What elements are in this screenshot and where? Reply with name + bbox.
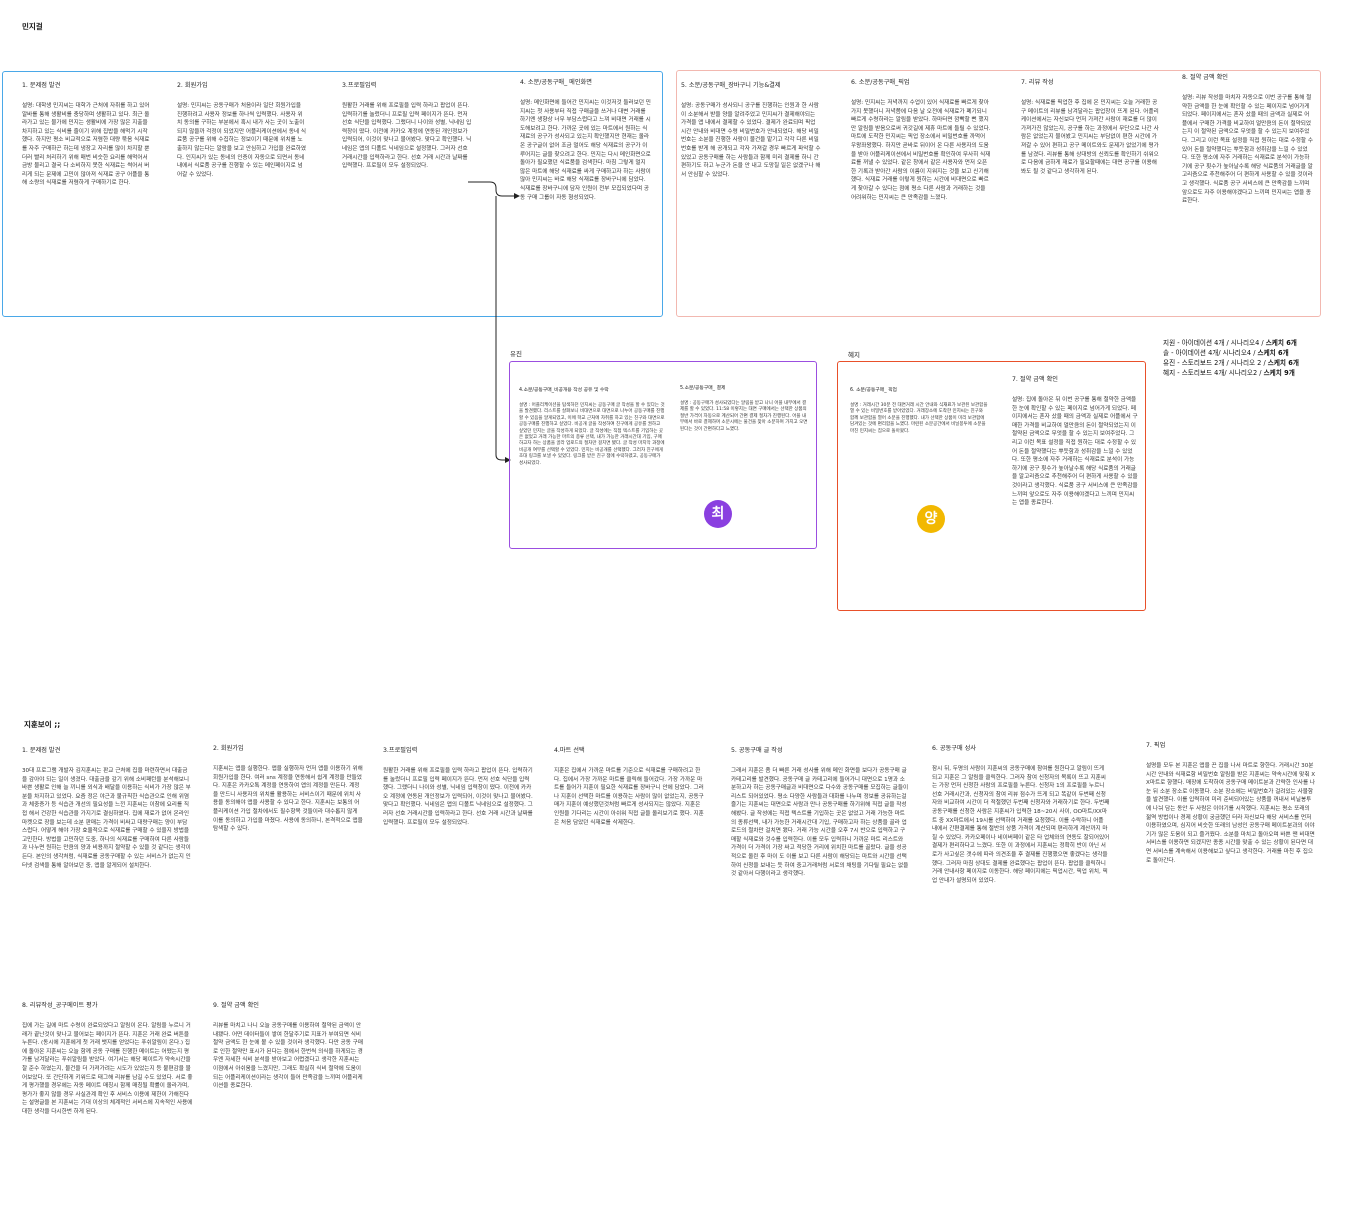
jihoon-col-body: 지훈은 집에서 가까운 마트를 기준으로 식재료를 구매하려고 한다. 집에서 … bbox=[554, 768, 704, 826]
jihoon-col-6: 6. 공동구매 성사 잠시 뒤, 두명의 사람이 지훈씨의 공동구매에 참여를 … bbox=[932, 743, 1110, 885]
red-col-7: 7. 리뷰 작성 설명: 식재료를 픽업한 후 집에 온 민지씨는 오늘 거래한… bbox=[1021, 77, 1161, 176]
arrow-to-main-screen bbox=[468, 181, 520, 199]
contribution-legend: 지원 - 아이데이션 4개 / 시나리오4 / 스케치 6개 솔 - 아이데이션… bbox=[1163, 338, 1299, 378]
blue-group-frame bbox=[2, 71, 663, 317]
hyeji-col-body: 설명: 집에 돌아온 뒤 이번 공구를 통해 절약한 금액을 한 눈에 확인할 … bbox=[1012, 397, 1138, 507]
yujin-col-body: 설명 : 어플리케이션을 탐색하던 민지씨는 공동구매 글 작성을 할 수 있다… bbox=[519, 403, 665, 466]
red-col-title: 7. 리뷰 작성 bbox=[1021, 79, 1054, 86]
hyeji-col-title: 7. 절약 금액 확인 bbox=[1012, 376, 1058, 383]
legend-row: 지원 - 아이데이션 4개 / 시나리오4 / 스케치 6개 bbox=[1163, 338, 1299, 348]
red-col-5: 5. 소분/공동구매_장바구니 기능&결제 설명: 공동구매가 성사되니 공구를… bbox=[681, 80, 821, 179]
legend-row: 솔 - 아이데이션 4개/ 시나리오4 / 스케치 6개 bbox=[1163, 348, 1299, 358]
jihoon-col-title: 8. 리뷰작성_공구메이트 평가 bbox=[22, 1002, 98, 1009]
jihoon-col-body: 30대 프로그램 개발자 김지훈씨는 판교 근처에 집을 마련하면서 대출금을 … bbox=[22, 768, 191, 869]
legend-text: 지원 - 아이데이션 4개 / 시나리오4 / bbox=[1163, 339, 1264, 347]
legend-text: 솔 - 아이데이션 4개/ 시나리오4 / bbox=[1163, 349, 1256, 357]
blue-col-4: 4. 소분/공동구매_ 메인화면 설명: 메인화면에 들어간 민지씨는 이것저것… bbox=[520, 77, 652, 202]
hyeji-col-1: 6. 소분/공동구매_ 픽업 설명 : 거래시간 30분 전 대면거래 시간 안… bbox=[850, 386, 988, 435]
blue-col-body: 설명: 민지씨는 공동구매가 처음이라 일단 회원가입을 진행하려고 사용자 정… bbox=[177, 103, 307, 178]
red-col-title: 5. 소분/공동구매_장바구니 기능&결제 bbox=[681, 82, 781, 89]
section-label-jihoon: 지훈보이 ;; bbox=[24, 720, 61, 729]
jihoon-col-body: 원활한 거래를 위해 프로필을 입력 하라고 팝업이 뜬다. 입력하기를 눌렀더… bbox=[383, 768, 533, 826]
legend-row: 유진 - 스토리보드 2개 / 시나리오 2 / 스케치 6개 bbox=[1163, 358, 1299, 368]
legend-bold: 스케치 6개 bbox=[1265, 339, 1297, 347]
jihoon-col-title: 6. 공동구매 성사 bbox=[932, 745, 976, 752]
hyeji-col-title: 6. 소분/공동구매_ 픽업 bbox=[850, 388, 897, 393]
yujin-col-title: 4.소분/공동구매_비공개용 작성 공유 및 수락 bbox=[519, 388, 609, 393]
section-label-minji: 민지걸 bbox=[22, 22, 43, 31]
yujin-col-body: 설명 : 공동구매가 성사되었다는 알림을 받고 나니 어플 내부에서 결제를 … bbox=[680, 401, 808, 432]
hyeji-label: 혜지 bbox=[848, 351, 860, 359]
blue-col-title: 1. 문제점 발견 bbox=[22, 82, 61, 89]
jihoon-col-3: 3.프로필입력 원활한 거래를 위해 프로필을 입력 하라고 팝업이 뜬다. 입… bbox=[383, 745, 533, 827]
blue-col-title: 2. 회원가입 bbox=[177, 82, 208, 89]
jihoon-col-9: 9. 절약 금액 확인 리뷰를 마치고 나니 오늘 공동구매를 이용하여 절약된… bbox=[213, 1000, 363, 1091]
yujin-col-2: 5.소분/공동구매_ 결제 설명 : 공동구매가 성사되었다는 알림을 받고 나… bbox=[680, 384, 808, 433]
blue-col-3: 3.프로필입력 원활한 거래를 위해 프로필을 입력 하라고 팝업이 뜬다. 입… bbox=[342, 80, 474, 171]
yujin-label: 유진 bbox=[510, 350, 522, 358]
jihoon-col-2: 2. 회원가입 지훈씨는 앱을 실행한다. 앱을 실행하자 먼저 앱을 이용하기… bbox=[213, 743, 363, 834]
jihoon-col-body: 집에 가는 길에 마트 수령이 완료되었다고 알림이 온다. 알림을 누르니 거… bbox=[22, 1023, 193, 1115]
legend-bold: 스케치 6개 bbox=[1267, 359, 1299, 367]
yujin-frame bbox=[509, 361, 817, 549]
red-col-body: 설명: 리뷰 작성을 마치자 자동으로 이번 공구를 통해 절약한 금액을 한 … bbox=[1182, 95, 1313, 205]
jihoon-col-title: 2. 회원가입 bbox=[213, 745, 244, 752]
avatar: 최 bbox=[704, 500, 732, 528]
legend-text: 혜지 - 스토리보드 4개/ 시나리오2 / bbox=[1163, 369, 1262, 377]
jihoon-col-title: 3.프로필입력 bbox=[383, 747, 418, 754]
yujin-col-1: 4.소분/공동구매_비공개용 작성 공유 및 수락 설명 : 어플리케이션을 탐… bbox=[519, 386, 665, 467]
jihoon-col-body: 지훈씨는 앱을 실행한다. 앱을 실행하자 먼저 앱을 이용하기 위해 회원가입… bbox=[213, 766, 363, 833]
jihoon-col-title: 4.마트 선택 bbox=[554, 747, 585, 754]
jihoon-col-4: 4.마트 선택 지훈은 집에서 가까운 마트를 기준으로 식재료를 구매하려고 … bbox=[554, 745, 704, 827]
red-col-body: 설명: 공동구매가 성사되니 공구를 진행하는 인원과 한 사람이 소분해서 받… bbox=[681, 103, 821, 178]
red-col-body: 설명: 식재료를 픽업한 후 집에 온 민지씨는 오늘 거래한 공구 메이트의 … bbox=[1021, 100, 1159, 175]
yujin-col-title: 5.소분/공동구매_ 결제 bbox=[680, 386, 726, 391]
hyeji-col-body: 설명 : 거래시간 30분 전 대면거래 시간 안내와 식재료가 보관된 보관함… bbox=[850, 403, 988, 434]
arrow-to-yujin bbox=[495, 196, 511, 463]
hyeji-frame bbox=[837, 361, 1146, 611]
jihoon-col-8: 8. 리뷰작성_공구메이트 평가 집에 가는 길에 마트 수령이 완료되었다고 … bbox=[22, 1000, 194, 1117]
jihoon-col-5: 5. 공동구매 글 작성 그래서 지훈은 좀 더 빠른 거래 성사를 위해 메인… bbox=[731, 745, 909, 879]
jihoon-col-body: 리뷰를 마치고 나니 오늘 공동구매를 이용하여 절약된 금액이 안내됐다. 어… bbox=[213, 1023, 363, 1090]
jihoon-col-title: 1. 문제점 발견 bbox=[22, 747, 61, 754]
jihoon-col-7: 7. 픽업 설명을 모두 본 지훈은 앱을 끈 집을 나서 마트로 향한다. 거… bbox=[1146, 740, 1316, 865]
blue-col-2: 2. 회원가입 설명: 민지씨는 공동구매가 처음이라 일단 회원가입을 진행하… bbox=[177, 80, 307, 179]
blue-col-body: 설명: 대학생 민지씨는 대학가 근처에 자취를 하고 있어 알바를 통해 생활… bbox=[22, 103, 150, 187]
avatar: 양 bbox=[917, 505, 945, 533]
jihoon-col-title: 9. 절약 금액 확인 bbox=[213, 1002, 259, 1009]
jihoon-col-body: 잠시 뒤, 두명의 사람이 지훈씨의 공동구매에 참여를 원한다고 알림이 뜨게… bbox=[932, 766, 1110, 884]
hyeji-col-2: 7. 절약 금액 확인 설명: 집에 돌아온 뒤 이번 공구를 통해 절약한 금… bbox=[1012, 374, 1138, 508]
red-group-frame bbox=[676, 70, 1321, 317]
red-col-title: 8. 절약 금액 확인 bbox=[1182, 74, 1228, 81]
legend-bold: 스케치 6개 bbox=[1257, 349, 1289, 357]
red-col-body: 설명: 민지씨는 저녁까지 수업이 있어 식재료를 빠르게 찾아가지 못했더니 … bbox=[851, 100, 991, 201]
jihoon-col-body: 그래서 지훈은 좀 더 빠른 거래 성사를 위해 메인 화면을 보다가 공동구매… bbox=[731, 768, 909, 878]
blue-col-body: 원활한 거래를 위해 프로필을 입력 하라고 팝업이 뜬다. 입력하기를 눌렀더… bbox=[342, 103, 472, 170]
blue-col-body: 설명: 메인화면에 들어간 민지씨는 이것저것 둘러보던 민지씨는 첫 사용부터… bbox=[520, 100, 651, 201]
jihoon-col-1: 1. 문제점 발견 30대 프로그램 개발자 김지훈씨는 판교 근처에 집을 마… bbox=[22, 745, 192, 870]
red-col-title: 6. 소분/공동구매_픽업 bbox=[851, 79, 910, 86]
jihoon-col-body: 설명을 모두 본 지훈은 앱을 끈 집을 나서 마트로 향한다. 거래시간 30… bbox=[1146, 763, 1316, 864]
jihoon-col-title: 5. 공동구매 글 작성 bbox=[731, 747, 783, 754]
legend-bold: 스케치 9개 bbox=[1263, 369, 1295, 377]
legend-text: 유진 - 스토리보드 2개 / 시나리오 2 / bbox=[1163, 359, 1266, 367]
jihoon-col-title: 7. 픽업 bbox=[1146, 742, 1166, 749]
red-col-6: 6. 소분/공동구매_픽업 설명: 민지씨는 저녁까지 수업이 있어 식재료를 … bbox=[851, 77, 991, 202]
blue-col-title: 3.프로필입력 bbox=[342, 82, 377, 89]
blue-col-title: 4. 소분/공동구매_ 메인화면 bbox=[520, 79, 592, 86]
legend-row: 혜지 - 스토리보드 4개/ 시나리오2 / 스케치 9개 bbox=[1163, 368, 1299, 378]
blue-col-1: 1. 문제점 발견 설명: 대학생 민지씨는 대학가 근처에 자취를 하고 있어… bbox=[22, 80, 152, 188]
red-col-8: 8. 절약 금액 확인 설명: 리뷰 작성을 마치자 자동으로 이번 공구를 통… bbox=[1182, 72, 1314, 206]
